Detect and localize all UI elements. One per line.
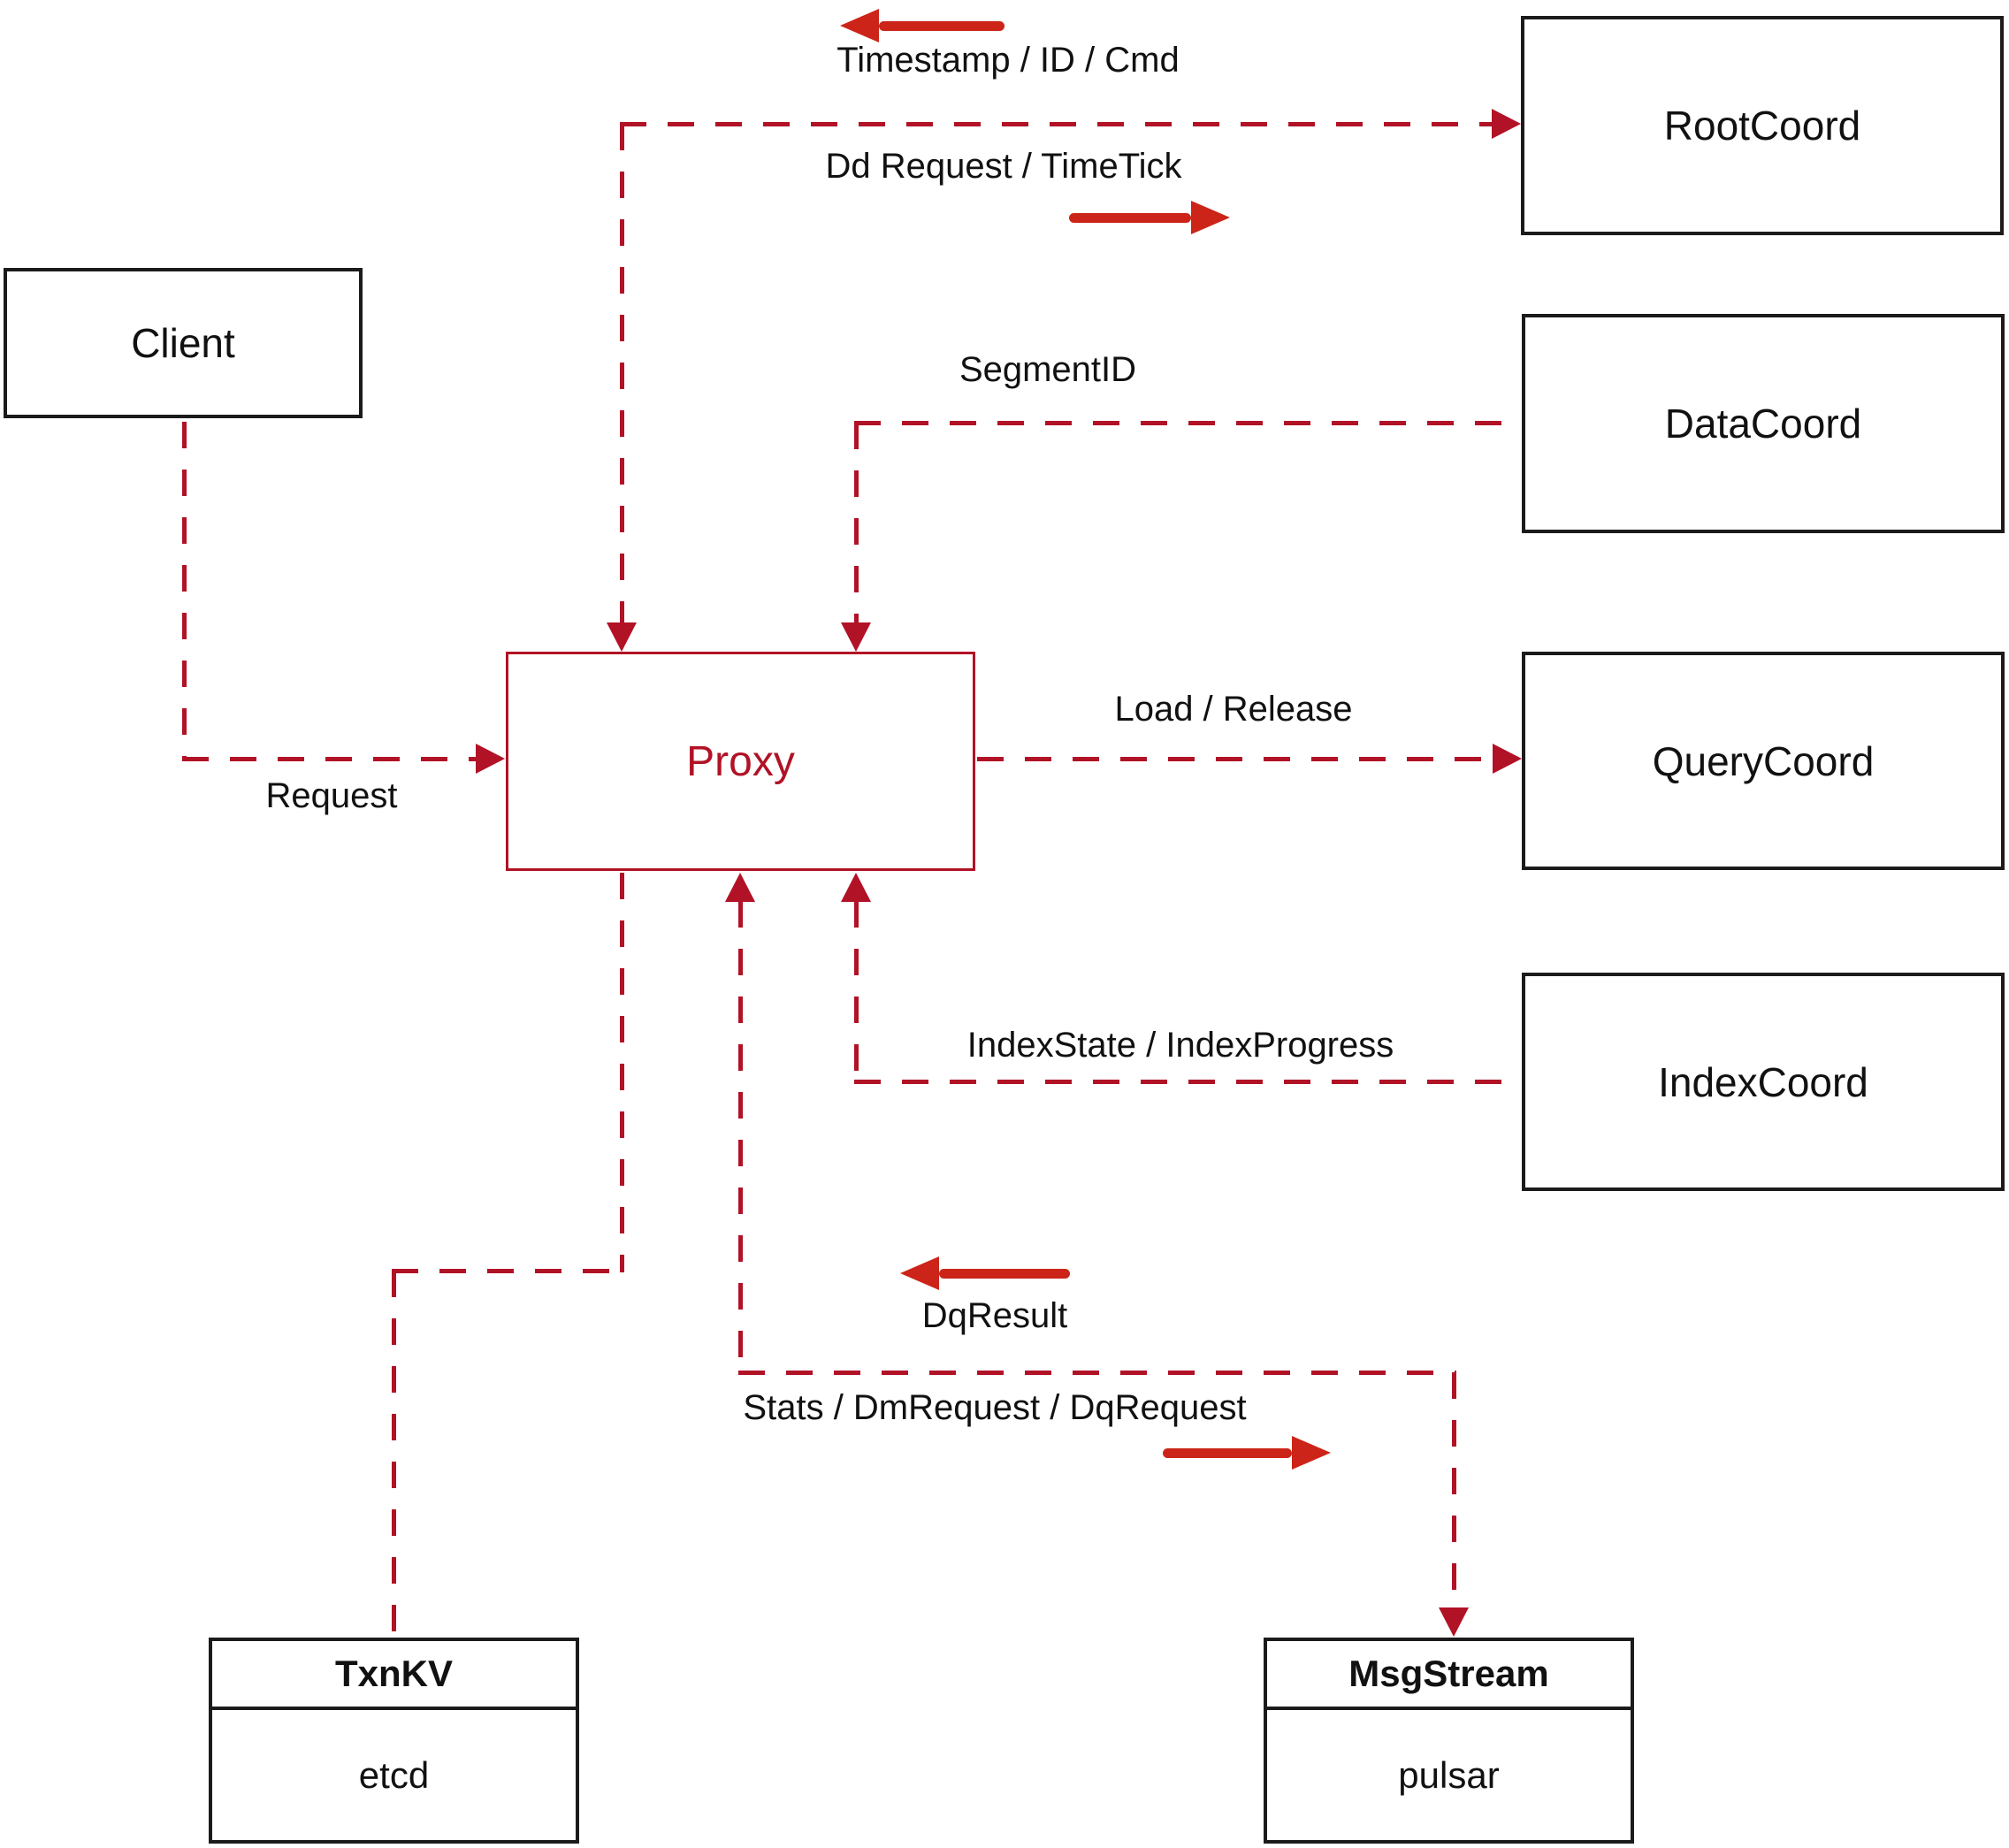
label-request: Request xyxy=(265,776,398,815)
arrowhead-into-proxy-bottom-right xyxy=(841,873,871,902)
arrow-shaft xyxy=(879,20,1004,31)
arrow-shaft xyxy=(939,1268,1070,1279)
arrowhead-into-proxy-left xyxy=(476,744,505,774)
edge-client-proxy-horizontal xyxy=(182,757,476,761)
edge-indexcoord-proxy-vertical xyxy=(854,901,859,1083)
edge-proxy-txnkv-vertical-upper xyxy=(620,873,624,1272)
edge-proxy-msgstream-vertical-lower xyxy=(1452,1372,1456,1607)
datacoord-node: DataCoord xyxy=(1522,314,2005,533)
label-index-state-progress: IndexState / IndexProgress xyxy=(966,1026,1394,1065)
arrow-left-head-icon xyxy=(900,1256,939,1290)
datacoord-label: DataCoord xyxy=(1664,401,1862,447)
arrowhead-into-proxy-top-right xyxy=(841,622,871,652)
arrowhead-into-querycoord xyxy=(1493,744,1522,774)
edge-proxy-txnkv-horizontal xyxy=(392,1269,624,1273)
label-timestamp-id-cmd: Timestamp / ID / Cmd xyxy=(836,41,1180,80)
edge-proxy-rootcoord-horizontal xyxy=(620,122,1493,126)
proxy-label: Proxy xyxy=(686,737,795,785)
edge-datacoord-proxy-horizontal xyxy=(854,421,1523,425)
msgstream-node: MsgStream pulsar xyxy=(1264,1638,1634,1844)
edge-proxy-txnkv-vertical-lower xyxy=(392,1271,396,1638)
arrow-shaft xyxy=(1069,212,1191,223)
querycoord-node: QueryCoord xyxy=(1522,652,2005,870)
edge-indexcoord-proxy-horizontal xyxy=(854,1080,1523,1084)
rootcoord-label: RootCoord xyxy=(1663,103,1861,149)
arrowhead-into-proxy-top-left xyxy=(607,622,637,652)
direction-arrow-right-ddrequest-icon xyxy=(1069,201,1230,234)
proxy-node: Proxy xyxy=(506,652,975,871)
client-node: Client xyxy=(4,268,363,418)
txnkv-title: TxnKV xyxy=(212,1641,576,1710)
arrow-right-head-icon xyxy=(1191,201,1230,234)
edge-proxy-rootcoord-vertical xyxy=(620,124,624,625)
edge-proxy-msgstream-vertical-upper xyxy=(738,901,743,1374)
msgstream-title: MsgStream xyxy=(1267,1641,1631,1710)
edge-proxy-querycoord-horizontal xyxy=(977,757,1493,761)
arrow-right-head-icon xyxy=(1292,1436,1331,1470)
txnkv-value: etcd xyxy=(358,1753,430,1796)
direction-arrow-left-dqresult-icon xyxy=(900,1256,1070,1290)
edge-proxy-msgstream-horizontal xyxy=(738,1371,1456,1375)
client-label: Client xyxy=(131,320,235,366)
arrowhead-into-rootcoord xyxy=(1492,109,1521,139)
arrowhead-into-proxy-bottom-middle xyxy=(725,873,755,902)
arrowhead-into-msgstream xyxy=(1439,1607,1469,1637)
txnkv-node: TxnKV etcd xyxy=(209,1638,579,1844)
label-stats-dm-dq: Stats / DmRequest / DqRequest xyxy=(743,1388,1247,1427)
direction-arrow-right-stats-icon xyxy=(1163,1436,1331,1470)
querycoord-label: QueryCoord xyxy=(1652,737,1875,784)
indexcoord-label: IndexCoord xyxy=(1658,1058,1868,1105)
indexcoord-node: IndexCoord xyxy=(1522,973,2005,1191)
rootcoord-node: RootCoord xyxy=(1521,16,2004,235)
label-dd-request-timetick: Dd Request / TimeTick xyxy=(825,147,1182,186)
arrow-shaft xyxy=(1163,1447,1292,1458)
label-segment-id: SegmentID xyxy=(959,350,1137,389)
label-load-release: Load / Release xyxy=(1114,690,1353,729)
label-dq-result: DqResult xyxy=(921,1296,1068,1335)
edge-datacoord-proxy-vertical xyxy=(854,423,859,625)
direction-arrow-left-timestamp-icon xyxy=(840,9,1004,42)
edge-client-proxy-vertical xyxy=(182,422,187,759)
msgstream-value: pulsar xyxy=(1398,1753,1500,1796)
arrow-left-head-icon xyxy=(840,9,879,42)
